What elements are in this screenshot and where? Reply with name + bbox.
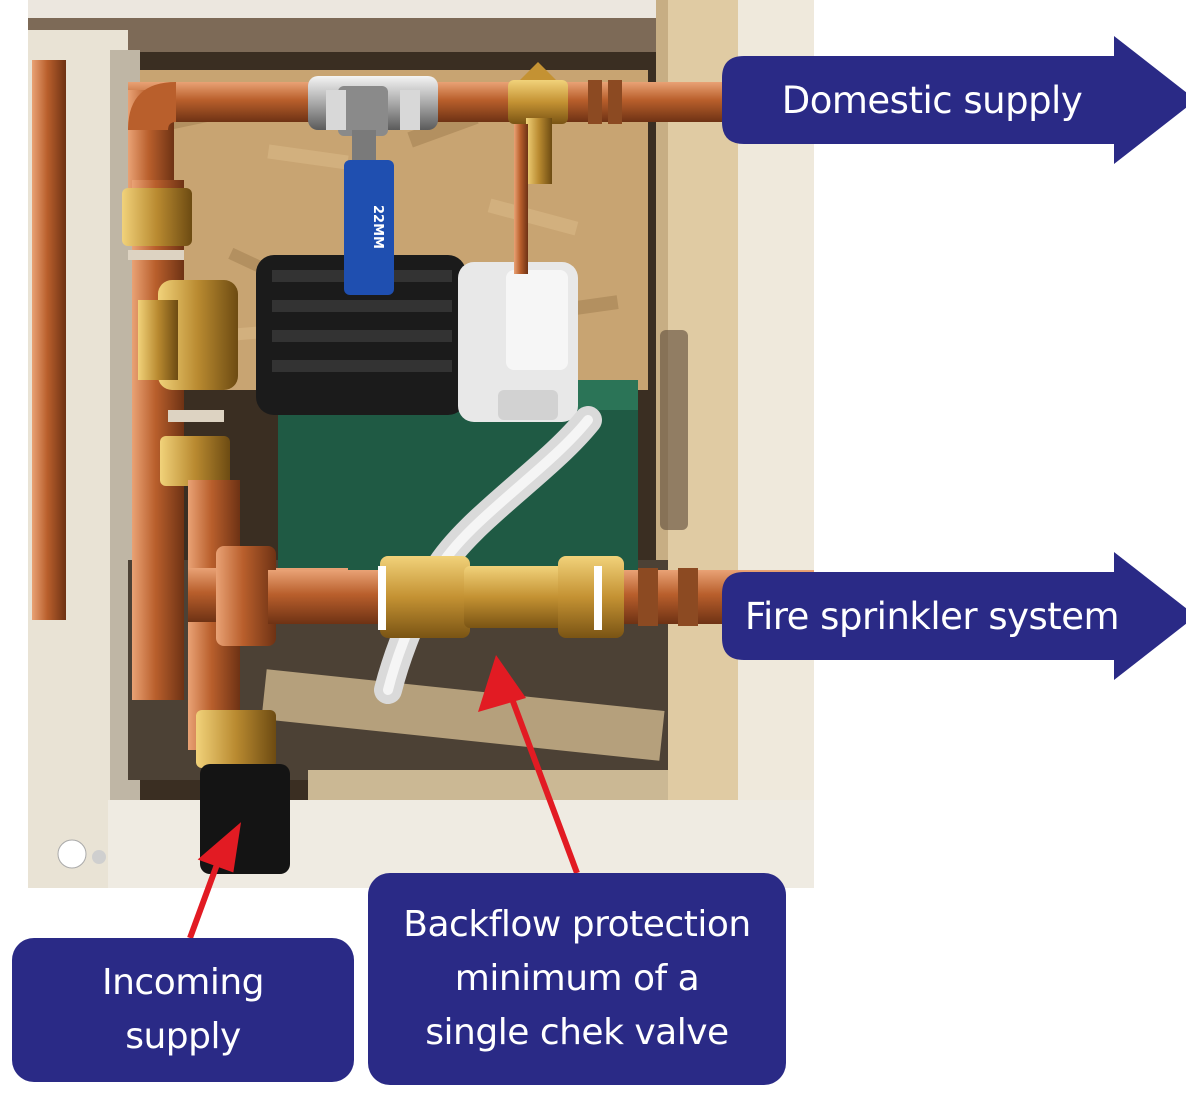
backflow-protection-line: Backflow protection — [403, 904, 751, 945]
pipework-photo: 22MM — [28, 0, 814, 888]
check-valve-pointer — [478, 655, 580, 875]
ball-valve — [308, 76, 438, 136]
fire-sprinkler-label: Fire sprinkler system — [744, 594, 1120, 638]
backflow-protection-callout: Backflow protection minimum of a single … — [368, 873, 786, 1085]
incoming-supply-pointer — [187, 822, 242, 940]
check-valve — [378, 556, 624, 638]
valve-handle: 22MM — [344, 130, 394, 295]
incoming-supply-line: Incoming — [102, 962, 265, 1003]
valve-handle-text: 22MM — [370, 205, 385, 249]
domestic-supply-callout: Domestic supply — [722, 36, 1186, 164]
callout-arrow-shape — [722, 552, 1186, 680]
green-tank — [278, 380, 638, 580]
timber-rail — [261, 669, 665, 761]
brass-drain-cock — [508, 62, 568, 274]
callout-arrow-shape — [722, 36, 1186, 164]
pump-unit — [256, 255, 578, 422]
backflow-protection-line: minimum of a — [454, 958, 700, 999]
incoming-supply-callout: Incoming supply — [12, 938, 354, 1082]
fire-sprinkler-callout: Fire sprinkler system — [722, 552, 1186, 680]
domestic-supply-label: Domestic supply — [781, 78, 1083, 122]
backflow-protection-line: single chek valve — [425, 1012, 729, 1053]
incoming-supply-line: supply — [125, 1016, 241, 1057]
